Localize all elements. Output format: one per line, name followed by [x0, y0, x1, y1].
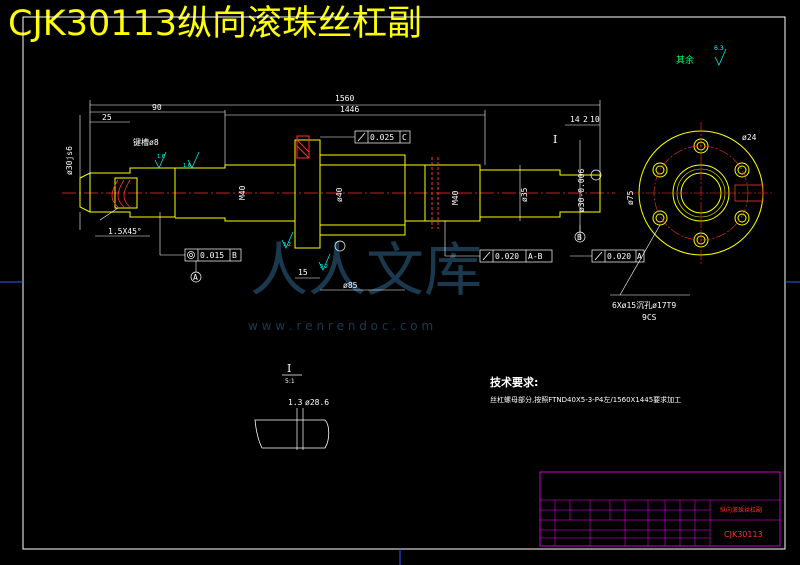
dim-bolt-circle: ø75: [626, 190, 635, 205]
datum-center: [334, 240, 346, 252]
finish-note-label: 其余: [676, 54, 694, 66]
dim-left-section: 90: [152, 103, 162, 112]
dim-flange-dia: ø85: [343, 281, 358, 290]
title-block: 纵向滚珠丝杠副 CJK30113: [539, 471, 781, 547]
tol-c-ref: C: [402, 133, 407, 142]
dim-right-end-1: 14: [570, 115, 580, 124]
keyway-hatch: [111, 179, 131, 208]
detail-dim: 1.3: [288, 398, 303, 407]
datum-b-label: B: [577, 233, 582, 242]
tolerance-b: 0.015 B: [159, 212, 242, 262]
dim-left-dia-note: ø30js6: [65, 146, 74, 175]
detail-dia: ø28.6: [305, 398, 329, 407]
tolerance-ab: 0.020 A-B: [444, 221, 553, 263]
finish-2: 1.6: [157, 154, 165, 160]
datum-a: A: [190, 261, 202, 283]
keyway-note: 键槽ø8: [133, 137, 159, 147]
tech-heading: 技术要求:: [490, 375, 538, 389]
detail-scale: 5:1: [285, 378, 295, 385]
dim-right-end-3: 10: [590, 115, 600, 124]
dim-bolt-holes-sub: 9CS: [642, 313, 657, 322]
drawing-frame: [22, 16, 786, 550]
drawing-title: CJK30113纵向滚珠丝杠副: [8, 4, 423, 44]
dim-m40-right: M40: [451, 190, 460, 205]
tolerance-c: 0.025 C: [320, 130, 411, 144]
dim-shaft-dia: ø35: [520, 187, 529, 202]
flange-centerlines: [630, 122, 772, 264]
finish-marks: [154, 48, 727, 271]
screw-shaft: [79, 139, 601, 249]
dim-center-hole: ø24: [742, 133, 757, 142]
datum-b: B: [574, 225, 586, 243]
finish-1: 1.6: [183, 163, 191, 169]
dimension-lines: [79, 100, 601, 291]
title-block-code: CJK30113: [724, 530, 763, 539]
watermark-logo: 人人文库: [250, 236, 482, 304]
watermark: 人人文库 w w w . r e n r e n d o c . c o m: [248, 236, 482, 333]
dim-bolt-holes: 6Xø15沉孔ø17T9: [612, 301, 676, 310]
tol-b-ref: B: [232, 251, 237, 260]
tol-ab-value: 0.020: [495, 252, 519, 261]
watermark-url: w w w . r e n r e n d o c . c o m: [248, 319, 433, 333]
tol-ab-ref: A-B: [528, 252, 543, 261]
tol-b-value: 0.015: [200, 251, 224, 260]
tol-c-value: 0.025: [370, 133, 394, 142]
datum-a-label: A: [193, 273, 198, 282]
dim-tolerance-dia: ø30-0.006: [577, 168, 586, 212]
dim-center-dia: ø40: [335, 187, 344, 202]
flange-key: [734, 184, 764, 202]
dim-overall: 1560: [335, 94, 354, 103]
title-block-name: 纵向滚珠丝杠副: [720, 506, 762, 514]
detail-view: I 5:1 1.3 ø28.6: [254, 362, 329, 450]
dim-thread: 1446: [340, 105, 359, 114]
dim-chamfer: 1.5X45°: [108, 227, 142, 236]
tol-a-value: 0.020: [607, 252, 631, 261]
finish-3: 3.2: [283, 242, 291, 248]
dim-right-end-2: 2: [583, 115, 588, 124]
detail-label: I: [287, 362, 291, 375]
dim-left-end: 25: [102, 113, 112, 122]
dim-m40-left: M40: [238, 185, 247, 200]
section-marks: [296, 135, 439, 229]
finish-note-value: 6.3: [714, 45, 724, 52]
tech-line-1: 丝杠螺母部分,按照FTND40X5-3-P4左/1560X1445要求加工: [490, 395, 681, 404]
finish-4: 3.2: [320, 264, 328, 270]
section-label: I: [553, 133, 557, 146]
tol-a-ref: A: [637, 252, 642, 261]
dim-flange-width: 15: [298, 268, 308, 277]
tolerance-a: 0.020 A: [570, 249, 645, 263]
